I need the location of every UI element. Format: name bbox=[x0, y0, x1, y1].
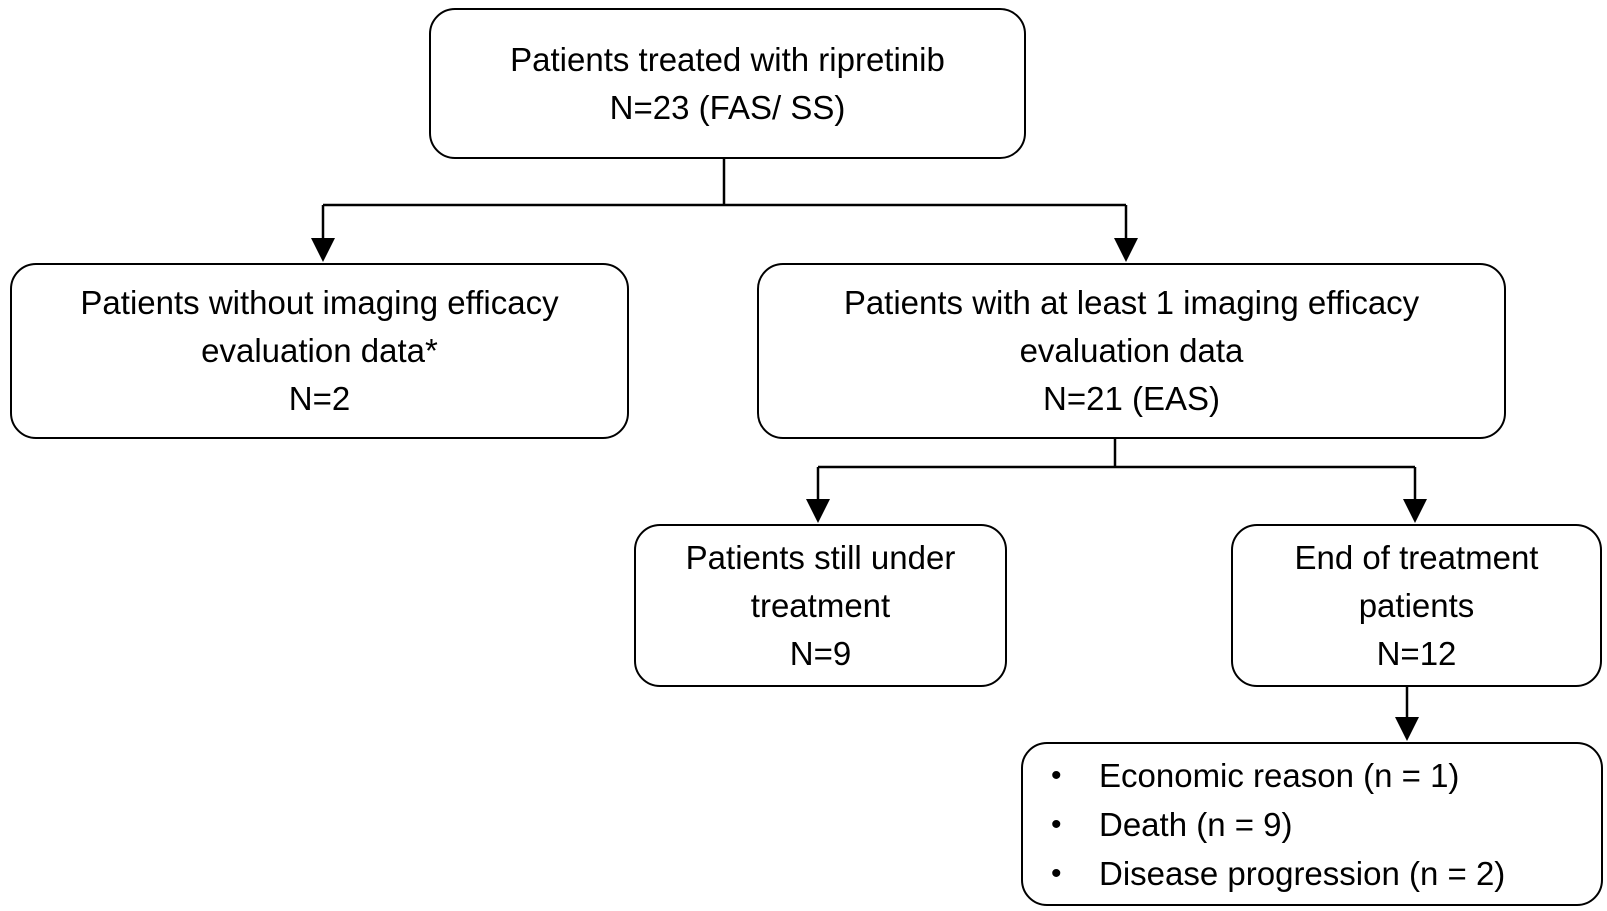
arrowhead-to-reasons bbox=[1395, 717, 1419, 741]
box-label-line2: treatment bbox=[750, 586, 891, 624]
box-label-line1: Patients still under bbox=[685, 538, 956, 576]
reason-text: Death (n = 9) bbox=[1099, 805, 1293, 843]
box-count: N=23 (FAS/ SS) bbox=[609, 88, 846, 126]
bullet-icon: • bbox=[1051, 758, 1062, 792]
reason-text: Disease progression (n = 2) bbox=[1099, 854, 1506, 892]
arrowhead-to-end bbox=[1403, 499, 1427, 523]
reason-item-economic: • Economic reason (n = 1) bbox=[1051, 751, 1505, 800]
box-with-imaging: Patients with at least 1 imaging efficac… bbox=[757, 263, 1506, 439]
box-end-reasons: • Economic reason (n = 1) • Death (n = 9… bbox=[1021, 742, 1603, 906]
box-end-of-treatment: End of treatment patients N=12 bbox=[1231, 524, 1602, 687]
box-label-line2: evaluation data bbox=[1019, 332, 1244, 369]
box-still-under-treatment: Patients still under treatment N=9 bbox=[634, 524, 1007, 687]
box-label-line1: Patients with at least 1 imaging efficac… bbox=[843, 284, 1420, 321]
arrowhead-to-with bbox=[1114, 238, 1138, 262]
box-without-imaging: Patients without imaging efficacy evalua… bbox=[10, 263, 629, 439]
reason-list: • Economic reason (n = 1) • Death (n = 9… bbox=[1051, 751, 1505, 898]
box-label-line2: patients bbox=[1358, 586, 1475, 624]
arrowhead-to-under bbox=[806, 499, 830, 523]
box-title: Patients treated with ripretinib bbox=[510, 40, 945, 78]
arrowhead-to-without bbox=[311, 238, 335, 262]
box-label-line1: End of treatment bbox=[1294, 538, 1539, 576]
box-label-line1: Patients without imaging efficacy bbox=[80, 284, 559, 321]
box-count: N=12 bbox=[1376, 634, 1457, 672]
reason-item-death: • Death (n = 9) bbox=[1051, 800, 1505, 849]
box-count: N=2 bbox=[288, 380, 351, 417]
reason-text: Economic reason (n = 1) bbox=[1099, 756, 1460, 794]
box-label-line2: evaluation data* bbox=[201, 332, 438, 369]
box-patients-treated: Patients treated with ripretinib N=23 (F… bbox=[429, 8, 1026, 159]
reason-item-disease-progression: • Disease progression (n = 2) bbox=[1051, 849, 1505, 898]
bullet-icon: • bbox=[1051, 807, 1062, 841]
bullet-icon: • bbox=[1051, 856, 1062, 890]
box-count: N=9 bbox=[789, 634, 852, 672]
box-count: N=21 (EAS) bbox=[1043, 380, 1220, 417]
